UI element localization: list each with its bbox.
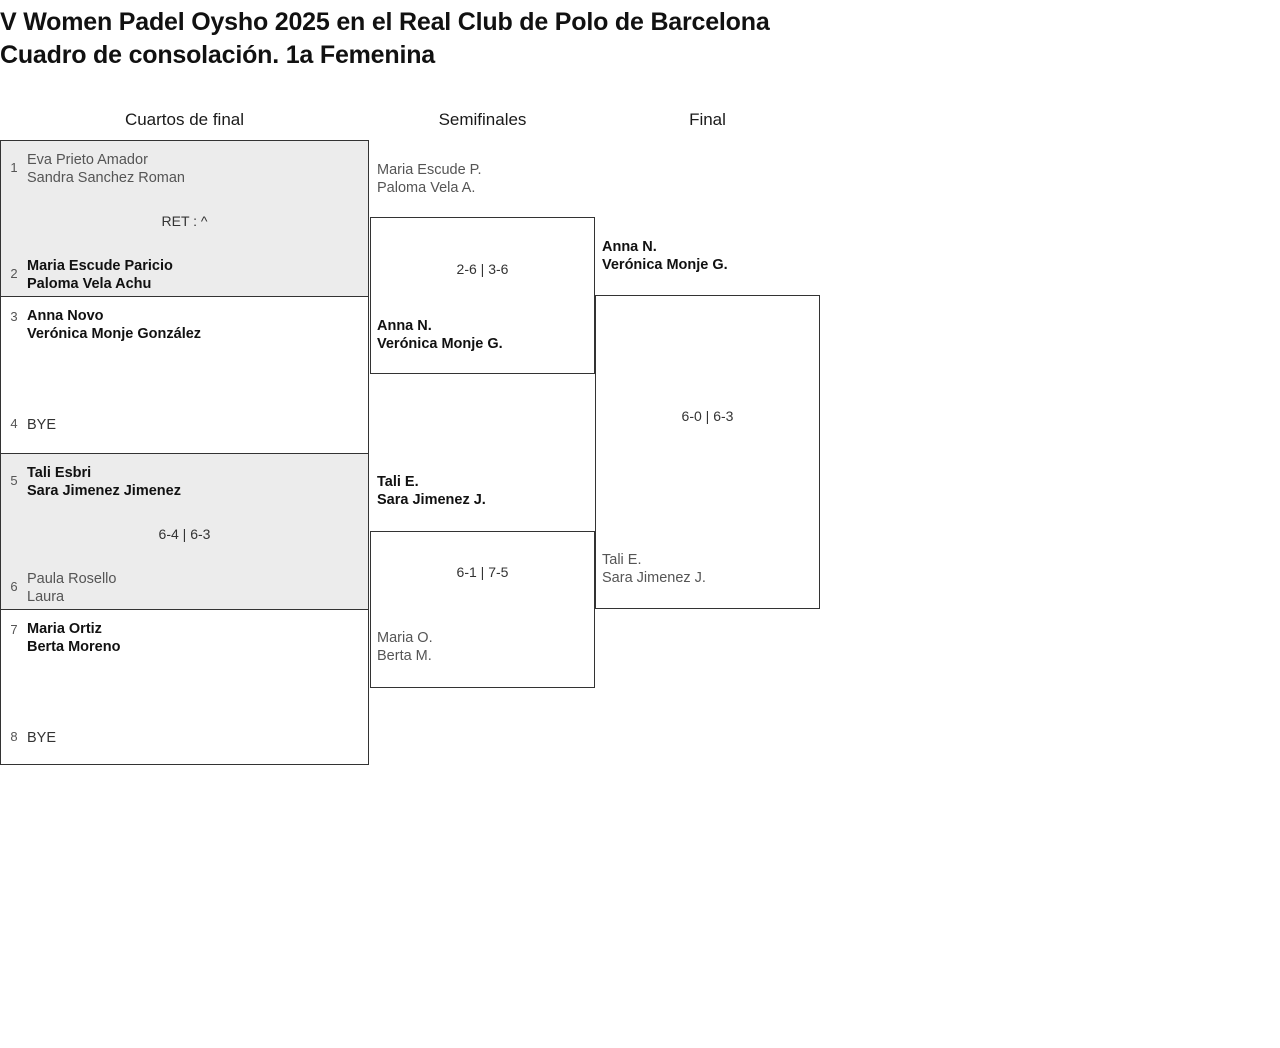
sf-match-1-score: 2-6 | 3-6 bbox=[456, 261, 509, 277]
seed-number: 7 bbox=[10, 621, 18, 637]
sf-1-team-top: Maria Escude P. Paloma Vela A. bbox=[377, 161, 482, 197]
sf-match-2[interactable]: 6-1 | 7-5 bbox=[370, 531, 595, 688]
player-name: Tali Esbri bbox=[27, 464, 92, 481]
qf-match-3[interactable]: 5 Tali Esbri Sara Jimenez Jimenez 6-4 | … bbox=[0, 452, 369, 609]
player-name: Paloma Vela A. bbox=[377, 180, 476, 196]
player-name: Anna N. bbox=[602, 239, 657, 255]
sf-2-team-top: Tali E. Sara Jimenez J. bbox=[377, 473, 486, 509]
player-name: Laura bbox=[27, 588, 65, 605]
qf-team-4-bottom-bye: BYE bbox=[27, 729, 57, 746]
qf-team-4-top: Maria Ortiz Berta Moreno bbox=[27, 620, 360, 656]
page-title: V Women Padel Oysho 2025 en el Real Club… bbox=[0, 6, 1200, 72]
player-name: Maria Escude Paricio bbox=[27, 258, 173, 274]
sf-1-team-bottom: Anna N. Verónica Monje G. bbox=[377, 317, 503, 353]
tournament-title-line-2: Cuadro de consolación. 1a Femenina bbox=[0, 41, 435, 69]
qf-team-2-top: Anna Novo Verónica Monje González bbox=[27, 307, 360, 343]
player-name: Maria O. bbox=[377, 630, 433, 646]
player-name: Tali E. bbox=[377, 474, 419, 490]
final-match[interactable]: 6-0 | 6-3 bbox=[595, 295, 820, 609]
player-name: Tali E. bbox=[602, 552, 642, 568]
round-header-quarterfinals: Cuartos de final bbox=[124, 110, 245, 129]
tournament-title-line-1: V Women Padel Oysho 2025 en el Real Club… bbox=[0, 8, 770, 36]
player-name: Berta Moreno bbox=[27, 638, 121, 655]
player-name: Sara Jimenez Jimenez bbox=[27, 482, 181, 499]
player-name: Anna Novo bbox=[27, 308, 104, 325]
sf-match-2-score: 6-1 | 7-5 bbox=[456, 564, 509, 580]
qf-match-4[interactable]: 7 Maria Ortiz Berta Moreno 8 BYE bbox=[0, 608, 369, 765]
final-team-top: Anna N. Verónica Monje G. bbox=[602, 238, 728, 274]
round-header-final: Final bbox=[689, 110, 726, 129]
qf-match-3-score: 6-4 | 6-3 bbox=[158, 525, 211, 542]
player-name: Sandra Sanchez Roman bbox=[27, 170, 185, 186]
player-name: Eva Prieto Amador bbox=[27, 152, 148, 168]
player-name: Sara Jimenez J. bbox=[377, 492, 486, 508]
player-name: Verónica Monje G. bbox=[602, 257, 728, 273]
sf-2-team-bottom: Maria O. Berta M. bbox=[377, 629, 433, 665]
player-name: Verónica Monje G. bbox=[377, 336, 503, 352]
player-name: Verónica Monje González bbox=[27, 326, 202, 343]
qf-team-3-top: Tali Esbri Sara Jimenez Jimenez bbox=[27, 464, 360, 500]
final-match-score: 6-0 | 6-3 bbox=[681, 408, 734, 424]
seed-number: 8 bbox=[10, 728, 18, 744]
qf-match-1-score: RET : ^ bbox=[161, 213, 208, 229]
round-header-semifinals: Semifinales bbox=[438, 110, 527, 129]
player-name: Sara Jimenez J. bbox=[602, 570, 706, 586]
player-name: Paula Rosello bbox=[27, 570, 117, 587]
seed-number: 6 bbox=[10, 578, 18, 594]
qf-match-2[interactable]: 3 Anna Novo Verónica Monje González 4 BY… bbox=[0, 296, 369, 453]
qf-team-2-bottom-bye: BYE bbox=[27, 417, 57, 434]
qf-match-1[interactable]: 1 Eva Prieto Amador Sandra Sanchez Roman… bbox=[0, 140, 369, 297]
seed-number: 2 bbox=[10, 266, 18, 281]
player-name: Berta M. bbox=[377, 648, 432, 664]
seed-number: 4 bbox=[10, 416, 18, 432]
seed-number: 1 bbox=[10, 160, 18, 175]
seed-number: 5 bbox=[10, 472, 18, 488]
player-name: Paloma Vela Achu bbox=[27, 276, 152, 292]
final-team-bottom: Tali E. Sara Jimenez J. bbox=[602, 551, 706, 587]
player-name: Maria Ortiz bbox=[27, 620, 102, 637]
sf-match-1[interactable]: 2-6 | 3-6 bbox=[370, 217, 595, 374]
qf-team-1-top: Eva Prieto Amador Sandra Sanchez Roman bbox=[27, 151, 360, 187]
player-name: Maria Escude P. bbox=[377, 162, 482, 178]
quarterfinals-column: 1 Eva Prieto Amador Sandra Sanchez Roman… bbox=[0, 140, 369, 765]
qf-team-3-bottom: Paula Rosello Laura bbox=[27, 570, 360, 606]
qf-team-1-bottom: Maria Escude Paricio Paloma Vela Achu bbox=[27, 257, 360, 293]
player-name: Anna N. bbox=[377, 318, 432, 334]
seed-number: 3 bbox=[10, 309, 18, 325]
